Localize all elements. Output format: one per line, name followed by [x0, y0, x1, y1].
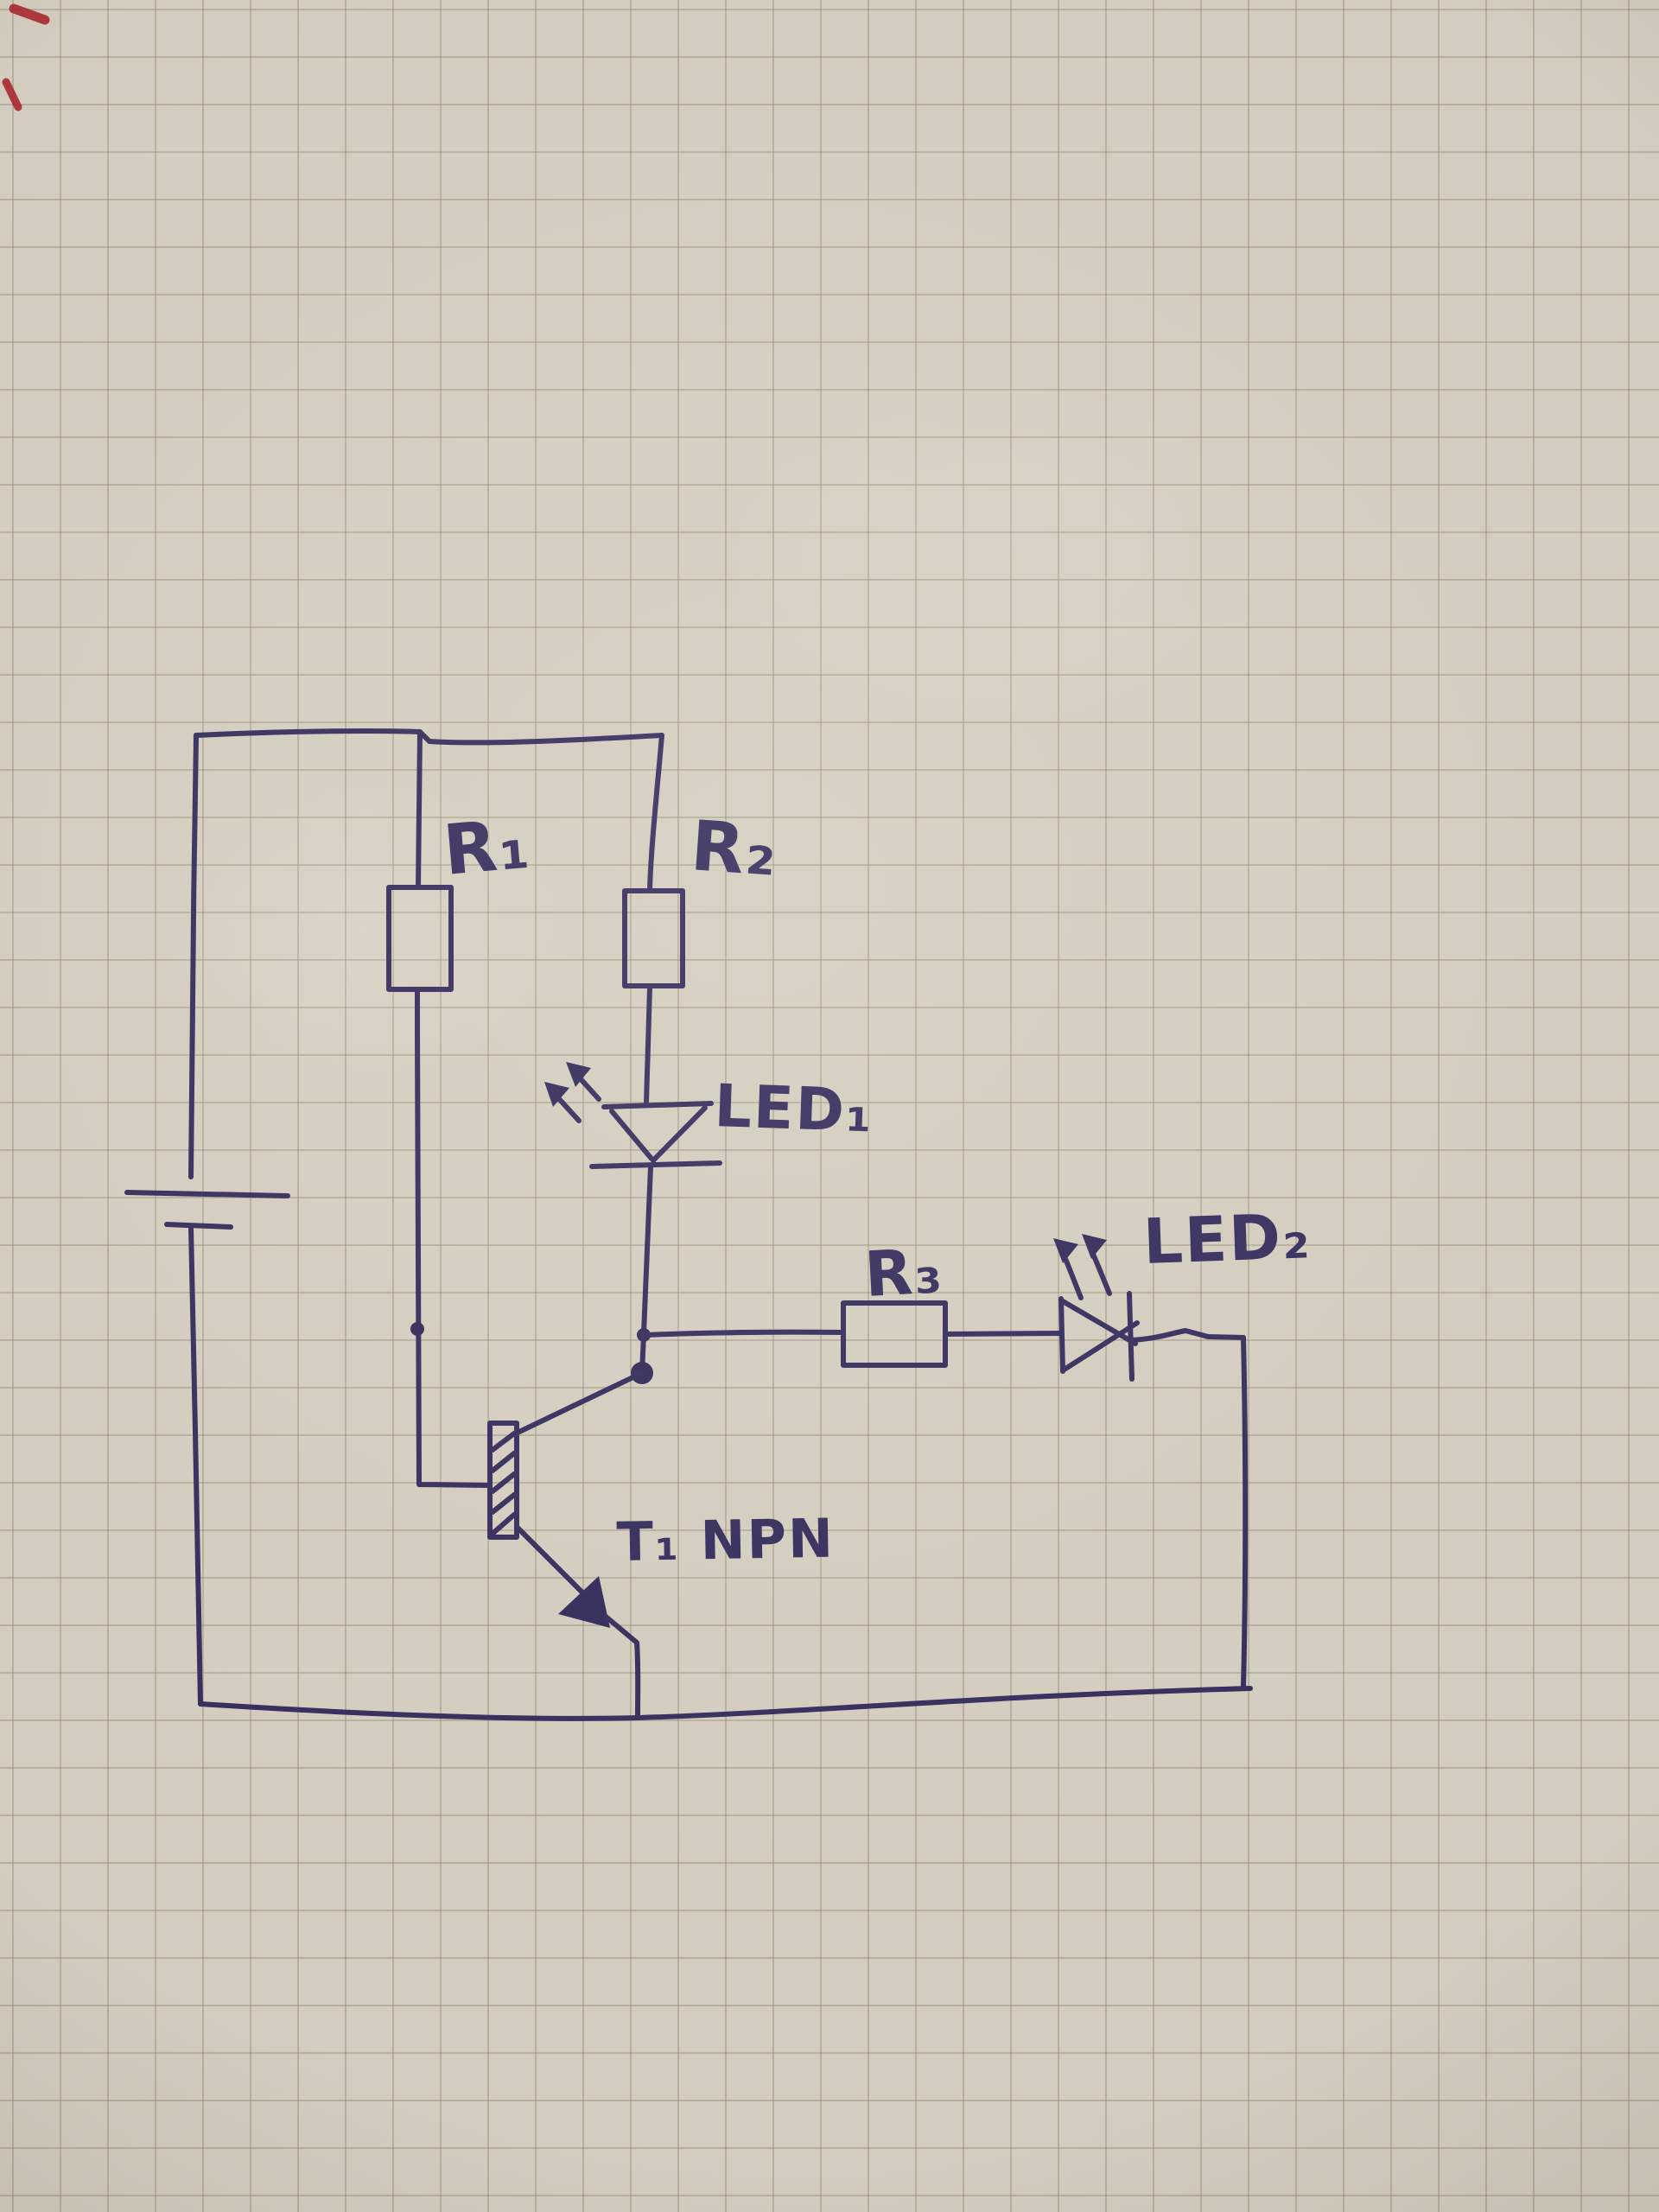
node-to-r3-wire	[641, 1329, 846, 1338]
t1-base-bar-hatching	[490, 1431, 517, 1535]
red-corner-marks	[2, 3, 50, 111]
r1-body	[386, 885, 454, 992]
r3-body	[841, 1300, 948, 1368]
bottom-rail-wire	[198, 1686, 1253, 1721]
led2-cathode-bar	[1127, 1291, 1135, 1382]
resistor-r3: R₃	[641, 1234, 1063, 1368]
led2: LED₂	[1053, 1199, 1313, 1382]
t1-emitter-down-wire	[602, 1613, 641, 1720]
resistor-r2: R₂	[622, 733, 781, 1105]
led2-triangle-top-edge	[1060, 1299, 1138, 1346]
r1-bottom-wire	[415, 987, 491, 1488]
battery-top-wire	[188, 733, 199, 1179]
r2-body	[622, 888, 685, 988]
battery-bottom-wire	[188, 1225, 203, 1707]
led2-emission-arrows-icon	[1053, 1234, 1112, 1300]
led1-cathode-bar	[589, 1160, 722, 1169]
r2-top-wire	[647, 733, 664, 893]
led1-bottom-wire	[641, 1165, 653, 1336]
led2-label: LED₂	[1142, 1199, 1313, 1278]
led1: LED₁	[544, 1062, 874, 1336]
t1-emitter-wire	[515, 1525, 587, 1597]
led1-triangle-right-edge	[651, 1105, 708, 1163]
battery	[124, 733, 290, 1707]
r1-top-wire	[416, 729, 423, 890]
transistor-t1: T₁ NPN	[487, 1370, 835, 1720]
r3-label: R₃	[862, 1234, 944, 1311]
battery-plate-long	[124, 1190, 290, 1198]
led1-label: LED₁	[713, 1072, 874, 1146]
led1-emission-arrows-icon	[544, 1062, 601, 1123]
right-return-wire	[1241, 1335, 1249, 1690]
t1-collector-wire	[517, 1370, 645, 1434]
led1-anode-bar	[601, 1101, 714, 1109]
r2-label: R₂	[689, 805, 781, 892]
resistor-r1: R₁	[386, 729, 534, 1488]
t1-emitter-arrowhead	[558, 1576, 610, 1628]
battery-plate-short	[164, 1222, 233, 1230]
led2-anode-bar	[1058, 1296, 1065, 1374]
top-rail-wire	[194, 728, 664, 746]
led1-triangle-left-edge	[609, 1109, 654, 1161]
led2-triangle-bottom-edge	[1060, 1320, 1140, 1373]
r2-bottom-wire	[644, 985, 652, 1105]
circuit-drawing: R₁ R₂	[124, 728, 1313, 1721]
r1-wire-ink-blob	[410, 1322, 424, 1336]
r1-label: R₁	[441, 804, 534, 891]
t1-base-bar	[487, 1421, 519, 1540]
led2-right-wire	[1129, 1328, 1246, 1343]
t1-label: T₁ NPN	[616, 1507, 835, 1573]
r3-right-wire	[943, 1331, 1063, 1337]
